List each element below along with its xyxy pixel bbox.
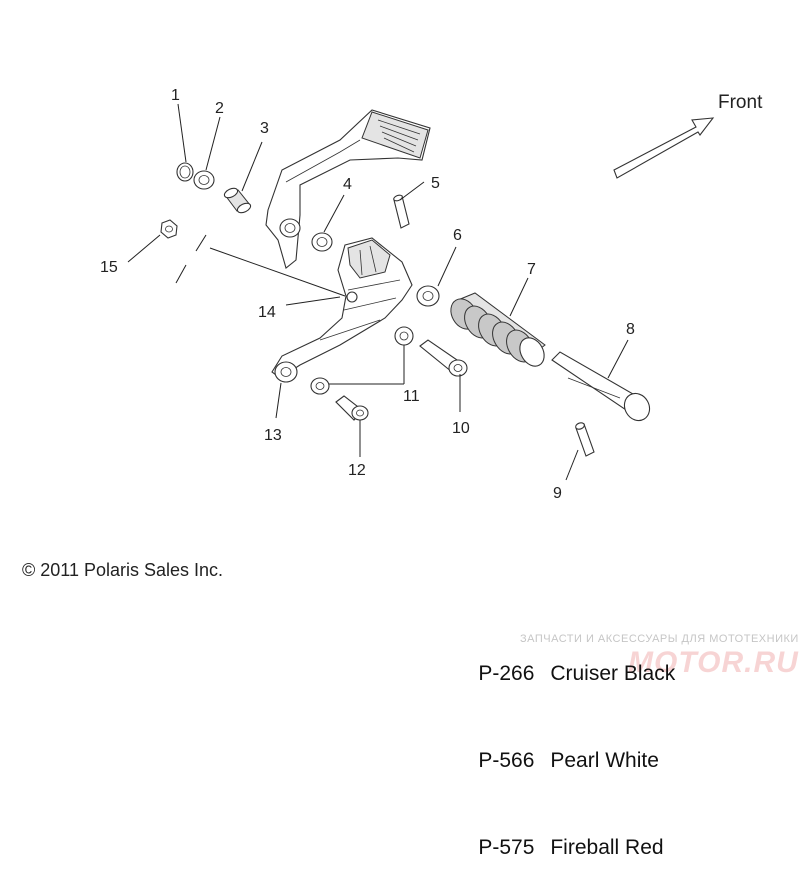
- color-code: P-575: [478, 836, 535, 859]
- leader-lines: [127, 103, 629, 481]
- callout-14: 14: [258, 304, 276, 321]
- assembly-centerline: [175, 234, 346, 297]
- nut-part: [160, 219, 178, 239]
- watermark-logo: MOTOR.RU: [628, 646, 799, 679]
- washer-part-11a: [394, 326, 414, 346]
- color-code-list: P-266 Cruiser Black P-566 Pearl White P-57…: [455, 630, 675, 891]
- watermark-text: ЗАПЧАСТИ И АКСЕССУАРЫ ДЛЯ МОТОТЕХНИКИ: [520, 633, 799, 645]
- callout-labels: 1 2 3 4 5 6 7 8 9 10 11 12 13 14 15: [100, 87, 635, 502]
- front-label: Front: [718, 92, 763, 113]
- color-row: P-566 Pearl White: [455, 717, 675, 804]
- callout-5: 5: [431, 175, 440, 192]
- color-row: P-266 Cruiser Black: [455, 630, 675, 717]
- callout-8: 8: [626, 321, 635, 338]
- callout-2: 2: [215, 100, 224, 117]
- front-arrow-icon: [613, 117, 715, 179]
- bolt-part-12: [335, 395, 369, 421]
- footpeg-rubber-part: [450, 292, 546, 367]
- callout-1: 1: [171, 87, 180, 104]
- color-row: P-575 Fireball Red: [455, 804, 675, 891]
- footpeg-pin-part: [551, 351, 651, 422]
- washer-part-4: [311, 232, 333, 252]
- callout-3: 3: [260, 120, 269, 137]
- color-code: P-566: [478, 749, 535, 772]
- color-name: Fireball Red: [550, 836, 664, 859]
- brake-pedal-part: [265, 109, 431, 269]
- callout-7: 7: [527, 261, 536, 278]
- callout-10: 10: [452, 420, 470, 437]
- color-name: Cruiser Black: [550, 662, 676, 685]
- exploded-parts-diagram: Front: [100, 87, 763, 502]
- color-name: Pearl White: [550, 749, 659, 772]
- callout-15: 15: [100, 259, 118, 276]
- callout-4: 4: [343, 176, 352, 193]
- set-screw-part: [575, 422, 595, 457]
- callout-9: 9: [553, 485, 562, 502]
- footrest-bracket-part: [271, 237, 413, 383]
- callout-6: 6: [453, 227, 462, 244]
- callout-13: 13: [264, 427, 282, 444]
- washer-part: [193, 170, 215, 190]
- bushing-part: [223, 187, 252, 214]
- copyright-notice: © 2011 Polaris Sales Inc.: [22, 560, 224, 580]
- color-code: P-266: [478, 662, 535, 685]
- washer-part-11b: [310, 377, 330, 395]
- washer-part-6: [416, 285, 440, 307]
- callout-11: 11: [403, 388, 420, 405]
- callout-12: 12: [348, 462, 366, 479]
- bolt-part-10: [419, 339, 468, 377]
- snap-ring-part: [176, 162, 194, 182]
